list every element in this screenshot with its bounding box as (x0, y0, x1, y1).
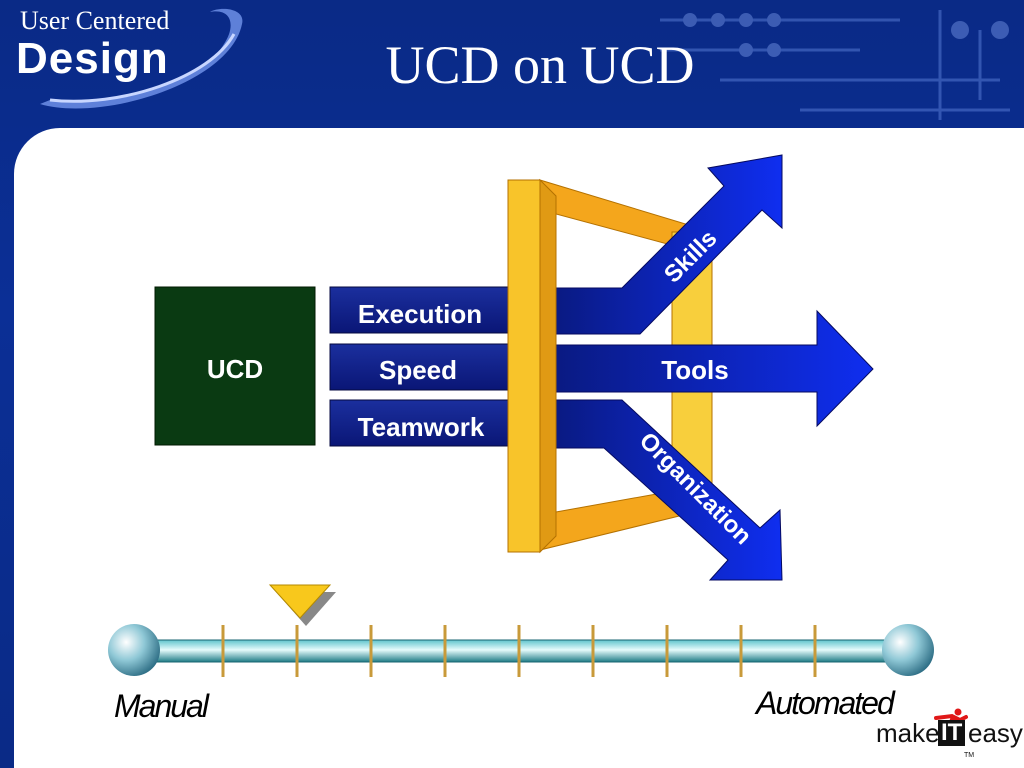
input-label-speed: Speed (379, 355, 457, 385)
scale-tick (665, 625, 669, 677)
ucd-box-label: UCD (207, 354, 263, 384)
scale-tick (443, 625, 447, 677)
brand-text-it: IT (938, 720, 966, 746)
scale-tick (591, 625, 595, 677)
scale-tick (369, 625, 373, 677)
arrow-skills (554, 154, 783, 335)
input-bar-execution (329, 286, 511, 334)
frame-front-post (507, 179, 541, 553)
ucd-box (154, 286, 316, 446)
scale-label-manual: Manual (114, 688, 209, 724)
input-bar-speed (329, 343, 511, 391)
scale-tick (517, 625, 521, 677)
logo-text-line2: Design (16, 34, 169, 83)
circuit-texture (660, 10, 1010, 120)
input-label-teamwork: Teamwork (358, 412, 485, 442)
output-label-tools: Tools (661, 355, 728, 385)
scale-bar (137, 639, 895, 663)
brand-text-tm: TM (964, 752, 975, 759)
scale-tick (813, 625, 817, 677)
scale-tick (739, 625, 743, 677)
brand-text-make: make (876, 718, 940, 748)
logo-text-line1: User Centered (20, 6, 170, 35)
input-label-execution: Execution (358, 299, 482, 329)
arrow-organization (554, 399, 783, 581)
scale-ticks (221, 625, 817, 677)
slide-title: UCD on UCD (385, 35, 695, 95)
scale-marker (268, 584, 336, 626)
scale-left-end (108, 624, 160, 676)
scale-right-end (882, 624, 934, 676)
user-centered-design-logo: User Centered Design (10, 4, 250, 116)
input-bar-teamwork (329, 399, 511, 447)
scale-label-automated: Automated (756, 685, 895, 721)
brand-text-easy: easy (968, 718, 1023, 748)
scale-tick (295, 625, 299, 677)
arrow-tools (554, 309, 874, 428)
frame-front-post-side (539, 178, 557, 554)
scale-tick (221, 625, 225, 677)
logo-swoosh-icon (40, 8, 243, 109)
